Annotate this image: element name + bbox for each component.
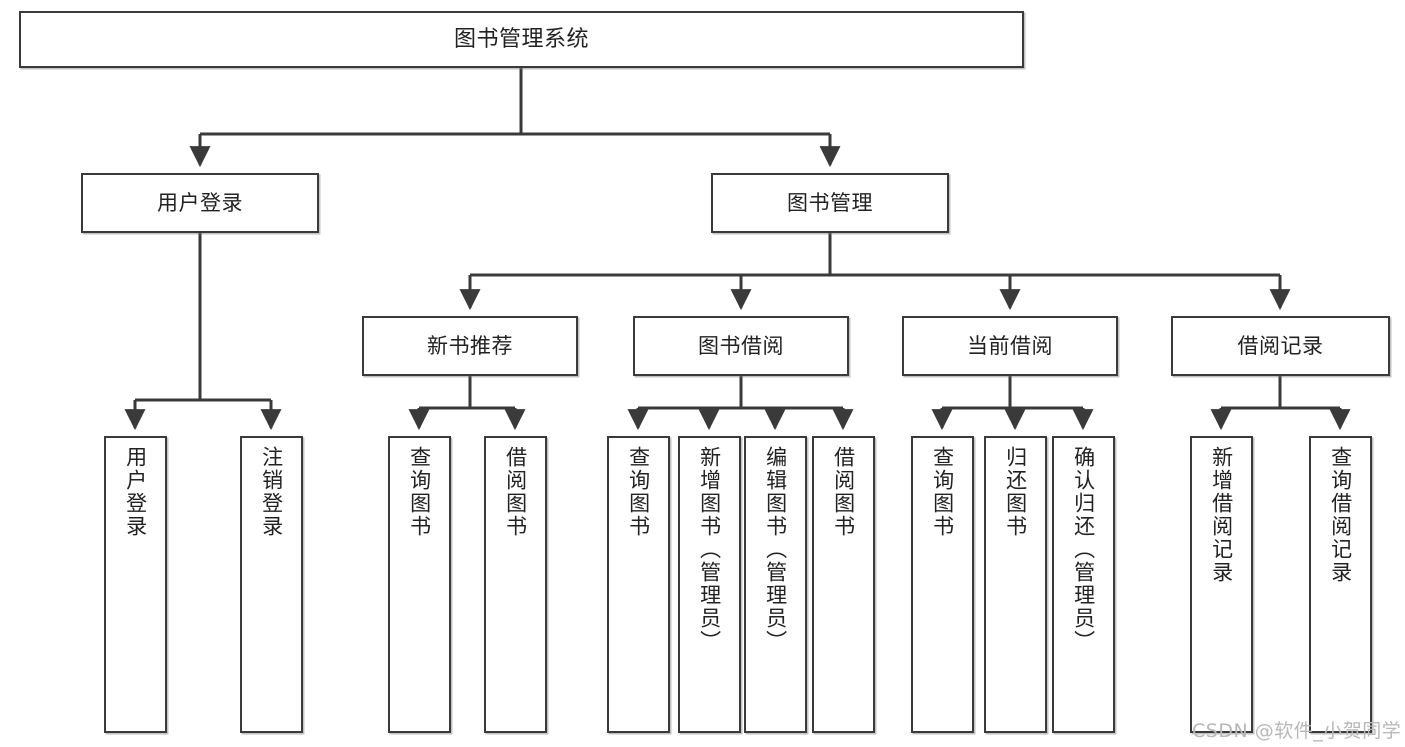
node-borrow-record[interactable]: 借阅记录 bbox=[1171, 316, 1390, 376]
node-user-login-label: 用户登录 bbox=[157, 190, 243, 215]
node-leaf-query-book-1-label: 查询图书 bbox=[407, 446, 432, 538]
node-leaf-add-record-label: 新增借阅记录 bbox=[1209, 446, 1234, 584]
node-leaf-query-book-3[interactable]: 查询图书 bbox=[911, 436, 974, 733]
node-leaf-query-book-1[interactable]: 查询图书 bbox=[388, 436, 451, 733]
node-leaf-borrow-book-2-label: 借阅图书 bbox=[831, 446, 856, 538]
node-leaf-add-book-label: 新增图书（管理员） bbox=[697, 446, 722, 653]
node-leaf-query-record[interactable]: 查询借阅记录 bbox=[1309, 436, 1372, 733]
node-borrow-record-label: 借阅记录 bbox=[1237, 333, 1324, 358]
node-leaf-query-book-2[interactable]: 查询图书 bbox=[607, 436, 670, 733]
node-leaf-confirm-return[interactable]: 确认归还（管理员） bbox=[1052, 436, 1115, 733]
node-book-management-label: 图书管理 bbox=[787, 190, 873, 215]
node-leaf-return-book-label: 归还图书 bbox=[1003, 446, 1028, 538]
node-leaf-query-book-3-label: 查询图书 bbox=[930, 446, 955, 538]
csdn-watermark: CSDN @软件_小贺同学 bbox=[1192, 720, 1402, 742]
node-leaf-edit-book[interactable]: 编辑图书（管理员） bbox=[744, 436, 807, 733]
node-leaf-query-record-label: 查询借阅记录 bbox=[1328, 446, 1353, 584]
node-root[interactable]: 图书管理系统 bbox=[19, 11, 1024, 68]
node-leaf-query-book-2-label: 查询图书 bbox=[626, 446, 651, 538]
node-leaf-logout[interactable]: 注销登录 bbox=[240, 436, 303, 733]
node-new-book-recommend-label: 新书推荐 bbox=[427, 333, 513, 358]
node-leaf-user-login-label: 用户登录 bbox=[123, 446, 148, 538]
node-leaf-borrow-book-1-label: 借阅图书 bbox=[503, 446, 528, 538]
node-book-borrow-label: 图书借阅 bbox=[698, 333, 784, 358]
node-current-borrow[interactable]: 当前借阅 bbox=[902, 316, 1118, 376]
node-leaf-logout-label: 注销登录 bbox=[259, 446, 284, 538]
node-leaf-return-book[interactable]: 归还图书 bbox=[984, 436, 1047, 733]
node-leaf-add-book[interactable]: 新增图书（管理员） bbox=[678, 436, 741, 733]
node-leaf-user-login[interactable]: 用户登录 bbox=[104, 436, 167, 733]
node-leaf-confirm-return-label: 确认归还（管理员） bbox=[1071, 446, 1096, 653]
node-leaf-edit-book-label: 编辑图书（管理员） bbox=[763, 446, 788, 653]
node-book-management[interactable]: 图书管理 bbox=[711, 173, 949, 233]
node-user-login[interactable]: 用户登录 bbox=[81, 173, 319, 233]
node-leaf-add-record[interactable]: 新增借阅记录 bbox=[1190, 436, 1253, 733]
node-root-label: 图书管理系统 bbox=[453, 26, 589, 52]
node-leaf-borrow-book-2[interactable]: 借阅图书 bbox=[812, 436, 875, 733]
node-book-borrow[interactable]: 图书借阅 bbox=[633, 316, 849, 376]
node-current-borrow-label: 当前借阅 bbox=[967, 333, 1053, 358]
node-new-book-recommend[interactable]: 新书推荐 bbox=[362, 316, 578, 376]
node-leaf-borrow-book-1[interactable]: 借阅图书 bbox=[484, 436, 547, 733]
